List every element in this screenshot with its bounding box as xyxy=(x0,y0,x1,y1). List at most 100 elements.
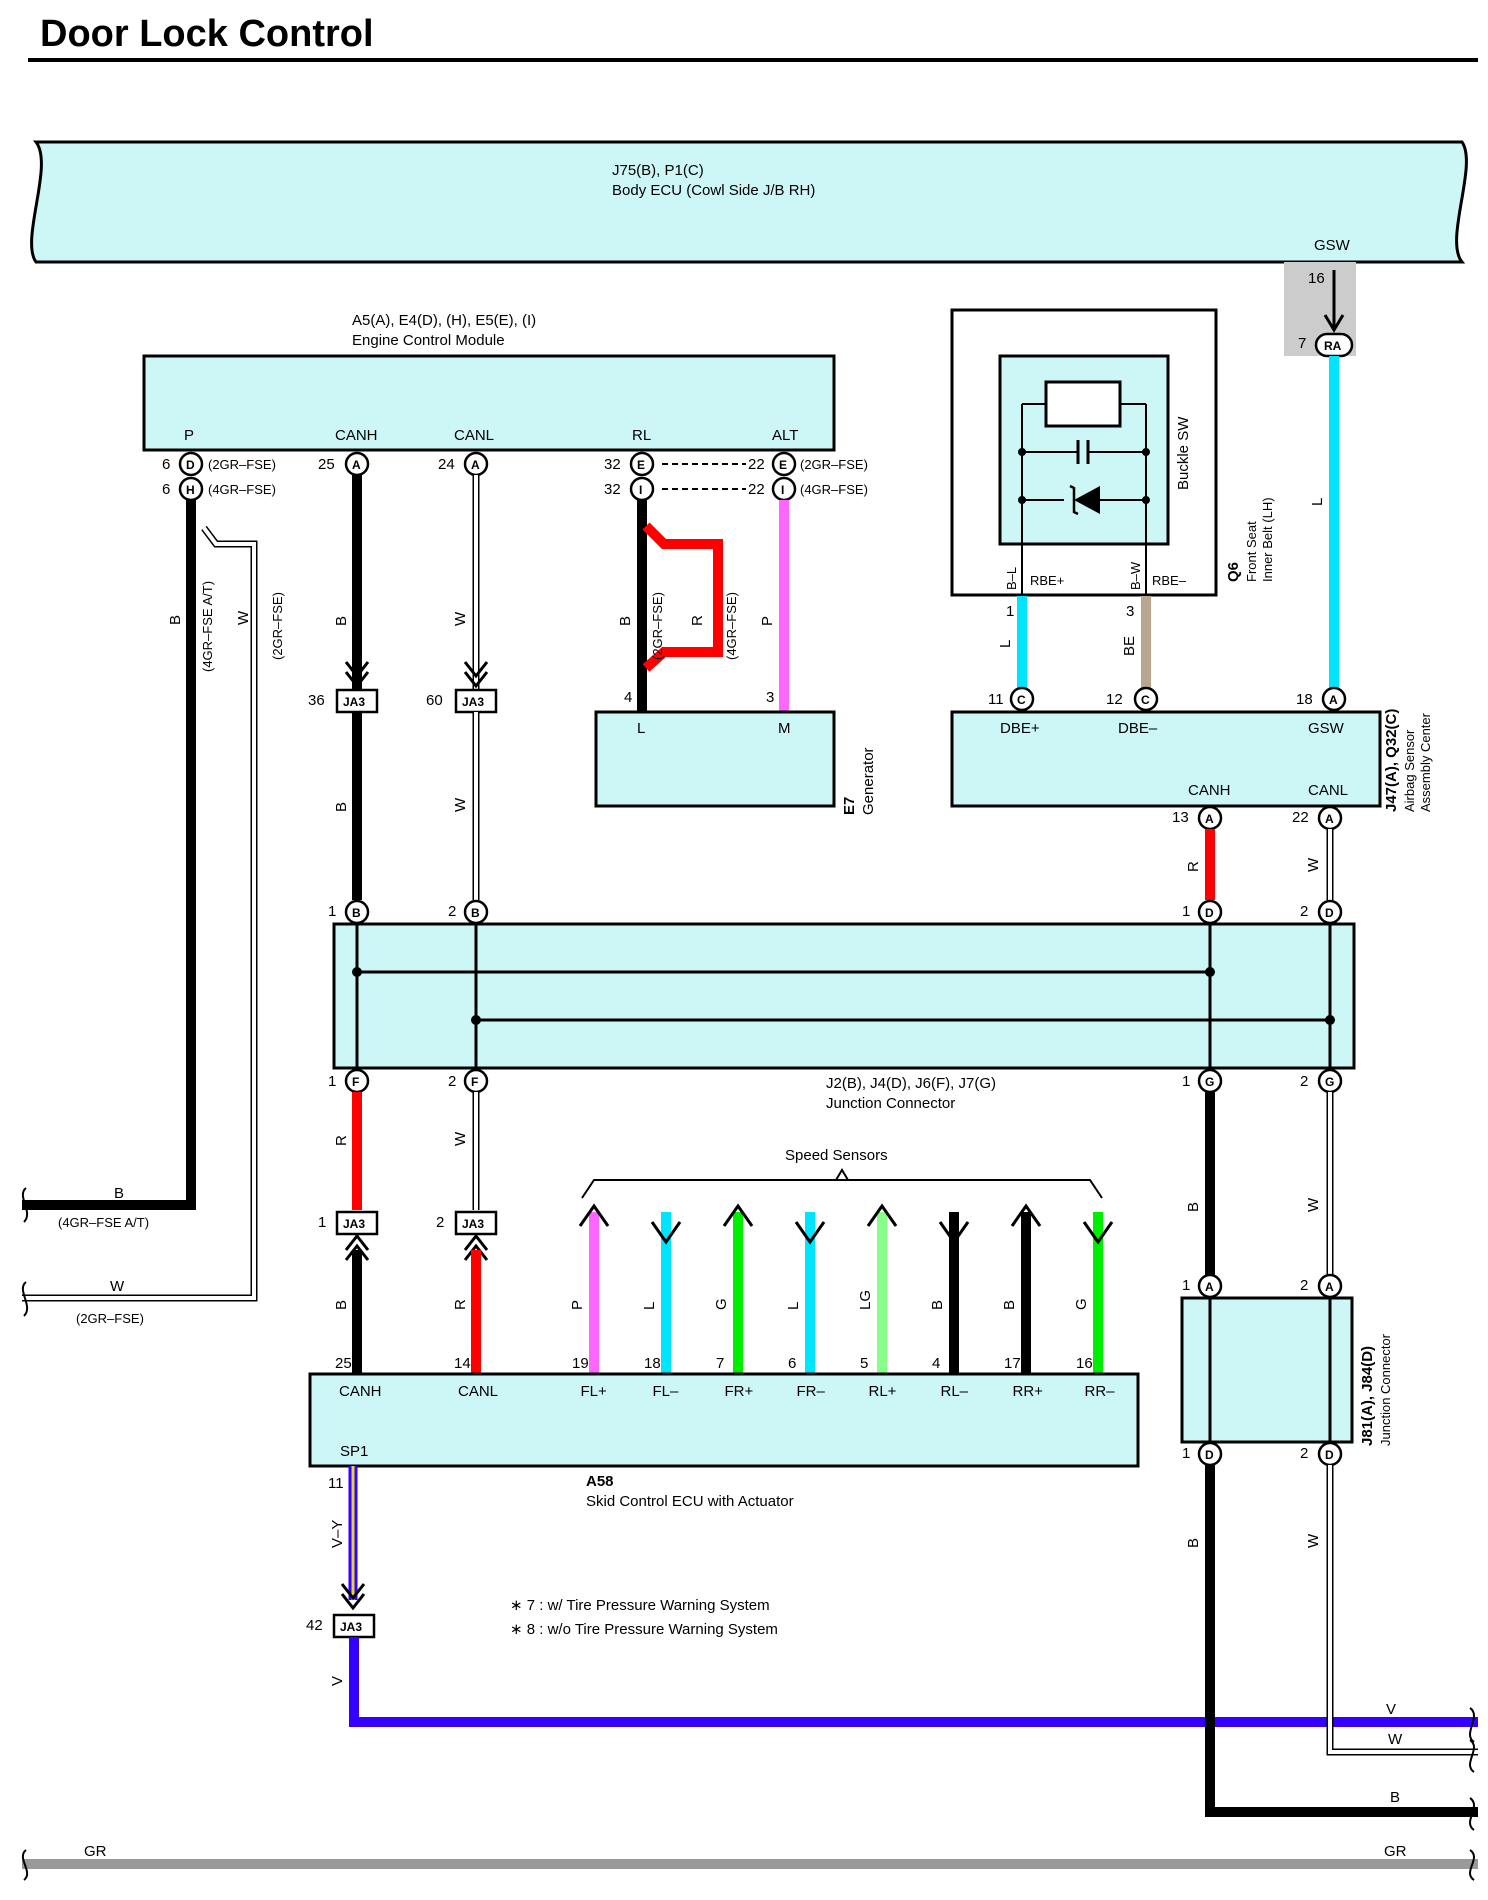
airbag-pin-22: 22 xyxy=(1292,809,1309,826)
buckle-term-rbe-minus: RBE– xyxy=(1152,573,1187,588)
wire-ab-canh-label: R xyxy=(1185,861,1202,872)
ja3-pin-60: 60 xyxy=(426,692,443,709)
wire-d2-w xyxy=(1328,1465,1478,1754)
jc-pin-g2: 2 xyxy=(1300,1073,1308,1090)
skid-name: Skid Control ECU with Actuator xyxy=(586,1493,794,1510)
speed-sensor-wire-label-5: B xyxy=(929,1300,946,1310)
wire-buckle-be-label: BE xyxy=(1121,636,1138,656)
ja3-b-arrow-icon xyxy=(344,1233,370,1261)
canl-arrow-icon xyxy=(463,661,489,689)
buckle-node-2 xyxy=(1142,448,1150,456)
jc-conn-f2-label: F xyxy=(471,1075,478,1089)
ecm-pin-p1: 6 xyxy=(162,456,170,473)
jc2-pin-d1: 1 xyxy=(1182,1445,1190,1462)
airbag-pin-11: 11 xyxy=(988,691,1004,708)
airbag-pin-18: 18 xyxy=(1296,691,1313,708)
ja3-label-1: JA3 xyxy=(343,695,365,709)
jc-pin-b1: 1 xyxy=(328,903,336,920)
right-break-v-icon xyxy=(1469,1707,1475,1743)
ecm-pin-alt1: 22 xyxy=(748,456,765,473)
speed-sensor-wire-label-6: B xyxy=(1001,1300,1018,1310)
buckle-name-2: Inner Belt (LH) xyxy=(1260,497,1275,582)
jc2-conn-a2-label: A xyxy=(1325,1280,1334,1294)
canh-arrow-icon xyxy=(344,661,370,689)
wire-d2-w-outline xyxy=(1326,1465,1478,1756)
jc-node-4 xyxy=(1325,1015,1335,1025)
speed-sensor-wire-label-0: P xyxy=(569,1300,586,1310)
airbag-conn-a2-label: A xyxy=(1205,812,1214,826)
airbag-conn-a1-label: A xyxy=(1329,693,1338,707)
wire-v-main xyxy=(349,1637,1478,1727)
skid-term-sp1: SP1 xyxy=(340,1443,368,1460)
body-ecu-ref: J75(B), P1(C) xyxy=(612,162,704,179)
jc-conn-b2-label: B xyxy=(471,906,480,920)
jc-pin-d2: 2 xyxy=(1300,903,1308,920)
gen-pin-3: 3 xyxy=(766,689,774,706)
jc-conn-g1-label: G xyxy=(1205,1075,1214,1089)
right-b-label: B xyxy=(1390,1789,1400,1806)
skid-pin-7: 4 xyxy=(932,1355,940,1372)
buckle-node-4 xyxy=(1142,496,1150,504)
airbag-term-gsw: GSW xyxy=(1308,720,1345,737)
ja3-pin-36: 36 xyxy=(308,692,325,709)
airbag-conn-c1 xyxy=(1009,686,1035,712)
speed-sensor-arrow-icon-4 xyxy=(866,1203,898,1227)
buckle-diode-icon xyxy=(1074,486,1100,514)
ecm-pin-p2: 6 xyxy=(162,481,170,498)
speed-sensors-bracket-tip xyxy=(835,1168,849,1181)
ecm-term-canl: CANL xyxy=(454,427,494,444)
gr-label-right: GR xyxy=(1384,1843,1407,1860)
airbag-term-canl: CANL xyxy=(1308,782,1348,799)
wire-rl-r xyxy=(642,522,723,672)
jc2-pin-d2: 2 xyxy=(1300,1445,1308,1462)
airbag-ref: J47(A), Q32(C) xyxy=(1383,709,1400,812)
wire-canh-label-2: B xyxy=(333,802,350,812)
wire-rl-note: (2GR–FSE) xyxy=(650,592,665,660)
speed-sensors-bracket xyxy=(581,1179,1103,1199)
left-b-label: B xyxy=(114,1185,124,1202)
buckle-name-1: Front Seat xyxy=(1244,521,1259,582)
wire-ecm-p-w-outline xyxy=(22,525,258,1302)
ja3-label-2: JA3 xyxy=(462,695,484,709)
wire-ecm-p-label: B xyxy=(167,615,184,625)
left-w-label: W xyxy=(110,1278,125,1295)
gen-pin-4: 4 xyxy=(624,689,632,706)
ecm-conn-h-label: H xyxy=(186,483,195,497)
skid-pin-4: 7 xyxy=(716,1355,724,1372)
buckle-term-bw: B–W xyxy=(1128,561,1143,590)
wire-sp1-label: V–Y xyxy=(329,1520,346,1548)
airbag-box xyxy=(950,710,1382,808)
skid-pin-8: 17 xyxy=(1004,1355,1021,1372)
buckle-node-1 xyxy=(1018,448,1026,456)
skid-pin-11: 11 xyxy=(328,1475,344,1492)
jc-ref: J2(B), J4(D), J6(F), J7(G) xyxy=(826,1075,996,1092)
skid-term-2: FL+ xyxy=(581,1383,608,1400)
generator-box xyxy=(594,710,836,808)
sp1-arrow-icon xyxy=(340,1583,366,1611)
ecm-conn-e2 xyxy=(771,451,797,477)
wire-buckle-l-label: L xyxy=(997,640,1014,648)
ecm-pin-rl2: 32 xyxy=(604,481,621,498)
skid-term-9: RR– xyxy=(1085,1383,1116,1400)
wire-ecm-p2-note: (2GR–FSE) xyxy=(270,592,285,660)
airbag-name-1: Airbag Sensor xyxy=(1402,729,1417,812)
wire-canh-label: B xyxy=(333,616,350,626)
jc2-conn-d1-label: D xyxy=(1205,1448,1214,1462)
gr-break-left-icon xyxy=(21,1849,29,1881)
wire-ecm-p-b xyxy=(22,500,196,1210)
ecm-box xyxy=(142,354,836,452)
ecm-pin-rl1: 32 xyxy=(604,456,621,473)
jc-conn-f1-label: F xyxy=(352,1075,359,1089)
ecm-conn-a2-label: A xyxy=(471,458,480,472)
airbag-pin-12: 12 xyxy=(1106,691,1123,708)
ecm-conn-d xyxy=(178,451,204,477)
wire-g1-label: B xyxy=(1185,1202,1202,1212)
jc-conn-b1-label: B xyxy=(352,906,361,920)
generator-ref: E7 xyxy=(841,797,858,815)
skid-ecu-box xyxy=(308,1372,1140,1468)
ecm-term-rl: RL xyxy=(632,427,651,444)
airbag-conn-c1-label: C xyxy=(1017,693,1026,707)
wire-rl-label: B xyxy=(617,616,634,626)
right-break-w-icon xyxy=(1469,1739,1475,1773)
